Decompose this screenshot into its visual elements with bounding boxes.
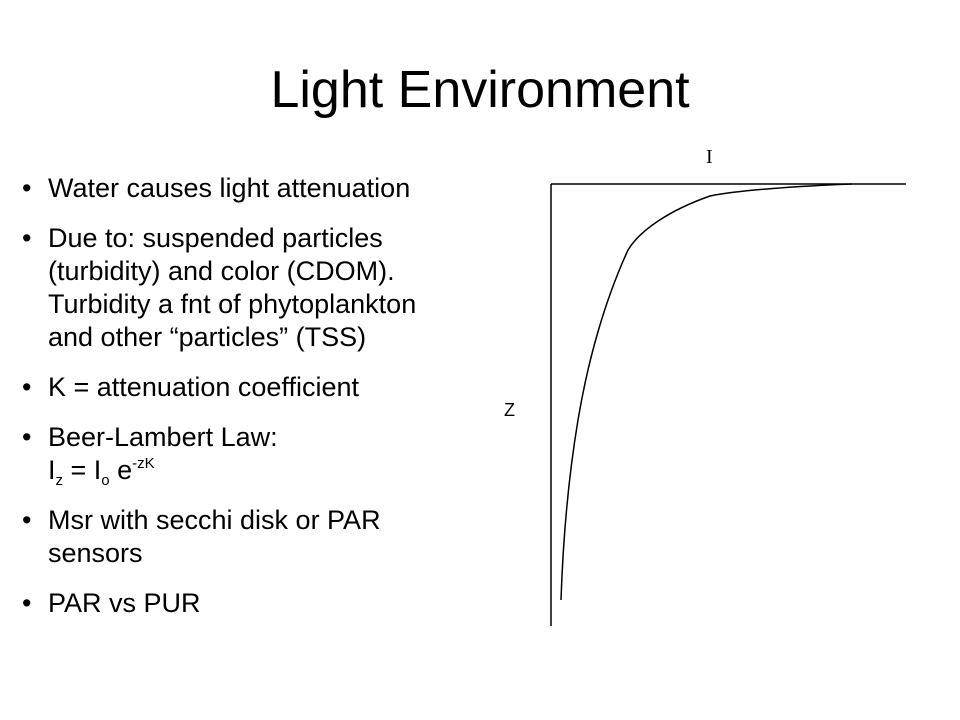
bullet-dot: •	[22, 588, 32, 618]
bullet-item: • Water causes light attenuation	[22, 172, 502, 205]
slide-title: Light Environment	[270, 61, 690, 119]
bullet-item: • K = attenuation coefficient	[22, 371, 502, 404]
bullet-line: Due to: suspended particles	[48, 223, 383, 253]
bullet-item: • Beer-Lambert Law: Iz = Io e-zK	[22, 421, 502, 489]
bullet-line: Msr with secchi disk or PAR	[48, 505, 381, 535]
bullet-dot: •	[22, 422, 32, 452]
bullet-item: • Msr with secchi disk or PAR sensors	[22, 504, 502, 570]
bullet-line: Water causes light attenuation	[48, 173, 411, 203]
formula-intensity: I	[48, 455, 56, 485]
bullet-dot: •	[22, 505, 32, 535]
formula-sub-o: o	[101, 472, 110, 489]
bullet-item: • PAR vs PUR	[22, 587, 502, 620]
y-axis-label: Z	[504, 400, 515, 420]
bullet-line: sensors	[48, 538, 143, 568]
bullet-dot: •	[22, 223, 32, 253]
formula-e: e	[109, 455, 133, 485]
bullet-dot: •	[22, 372, 32, 402]
attenuation-curve	[560, 183, 853, 601]
bullet-line: Beer-Lambert Law:	[48, 422, 278, 452]
formula-equals: = I	[63, 455, 102, 485]
bullet-line: and other “particles” (TSS)	[48, 322, 367, 352]
x-axis-label: I	[706, 146, 713, 168]
formula-exponent: -zK	[132, 455, 155, 472]
bullet-line: PAR vs PUR	[48, 588, 201, 618]
bullet-item: • Due to: suspended particles (turbidity…	[22, 222, 502, 354]
bullet-list: • Water causes light attenuation • Due t…	[22, 172, 502, 637]
bullet-line: K = attenuation coefficient	[48, 372, 359, 402]
bullet-line: Turbidity a fnt of phytoplankton	[48, 289, 417, 319]
beer-lambert-formula: Iz = Io e-zK	[48, 454, 502, 489]
bullet-dot: •	[22, 173, 32, 203]
formula-sub-z: z	[55, 472, 64, 489]
bullet-line: (turbidity) and color (CDOM).	[48, 256, 395, 286]
